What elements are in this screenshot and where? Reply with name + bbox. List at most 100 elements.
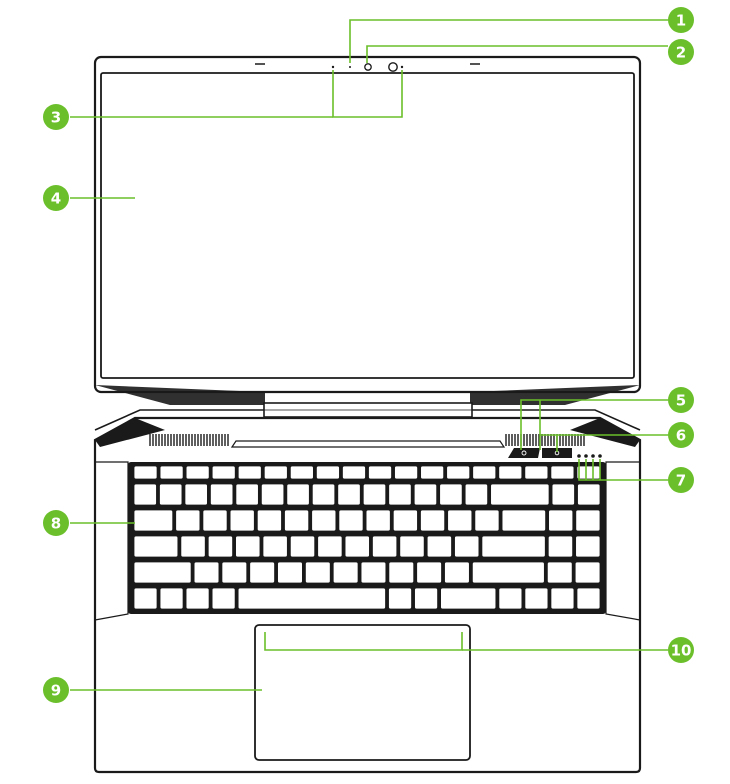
leader-line-1	[349, 19, 668, 63]
laptop-lid	[93, 55, 642, 405]
callout-9: 9	[43, 677, 69, 703]
keyboard-key	[474, 509, 500, 532]
callout-7: 7	[668, 467, 694, 493]
keyboard-key	[185, 587, 210, 610]
keyboard-key	[262, 535, 288, 558]
keyboard-key	[368, 465, 392, 480]
keyboard-key	[159, 587, 184, 610]
keyboard-key	[575, 535, 601, 558]
keyboard-key	[414, 587, 438, 610]
callout-4: 4	[43, 185, 69, 211]
keyboard-key	[576, 587, 601, 610]
keyboard-key	[133, 535, 179, 558]
keyboard-key	[464, 483, 489, 506]
callout-7-label: 7	[676, 472, 686, 490]
callout-6: 6	[668, 422, 694, 448]
keyboard-key	[202, 509, 228, 532]
keyboard-key	[133, 483, 157, 506]
keyboard-key	[498, 587, 523, 610]
callout-4-label: 4	[51, 190, 61, 208]
keyboard-key	[193, 561, 220, 584]
keyboard-key	[471, 561, 545, 584]
keyboard-key	[501, 509, 547, 532]
keyboard-key	[229, 509, 255, 532]
keyboard-key	[338, 509, 364, 532]
keyboard-key	[263, 465, 288, 480]
keyboard-key	[454, 535, 480, 558]
keyboard-key	[547, 535, 574, 558]
keyboard-key	[305, 561, 331, 584]
callout-3: 3	[43, 104, 69, 130]
top-button-row	[508, 448, 572, 458]
keyboard-key	[133, 465, 158, 480]
keyboard-key	[235, 535, 261, 558]
keyboard-key	[133, 561, 192, 584]
keyboard-key	[416, 561, 442, 584]
leader-line-5	[520, 399, 668, 450]
microphone-left	[331, 65, 335, 69]
ir-sensor	[364, 63, 372, 71]
keyboard-key	[394, 465, 419, 480]
vent-grille	[149, 434, 585, 446]
leader-line-10	[264, 632, 463, 651]
keyboard-key	[344, 535, 370, 558]
keyboard-key	[399, 535, 425, 558]
microphone-right	[400, 65, 404, 69]
keyboard-key	[284, 509, 310, 532]
leader-line-7	[578, 459, 668, 481]
keyboard-key	[133, 587, 158, 610]
keyboard-key	[420, 509, 446, 532]
keyboard-key	[574, 561, 601, 584]
keyboard-key	[388, 587, 412, 610]
keyboard-key	[315, 465, 340, 480]
keyboard-key	[286, 483, 310, 506]
callout-2: 2	[668, 39, 694, 65]
callouts: 1 2 3 4 5 6 7 8	[43, 7, 694, 703]
callout-2-label: 2	[676, 44, 686, 62]
keyboard-key	[576, 465, 601, 480]
keyboard-key	[260, 483, 285, 506]
keyboard-key	[551, 483, 575, 506]
keyboard-key	[524, 465, 549, 480]
touchpad	[254, 624, 471, 761]
keyboard-key	[413, 483, 438, 506]
callout-10-label: 10	[671, 642, 692, 660]
leader-line-2	[366, 45, 668, 63]
keyboard-key	[256, 509, 282, 532]
keyboard-key	[524, 587, 549, 610]
keyboard-key	[184, 483, 208, 506]
callout-8: 8	[43, 510, 69, 536]
keyboard-key	[237, 465, 262, 480]
keyboard-key	[235, 483, 259, 506]
keyboard-key	[332, 561, 359, 584]
keyboard-key	[577, 483, 601, 506]
keyboard-key	[317, 535, 343, 558]
callout-6-label: 6	[676, 427, 686, 445]
keyboard-key	[277, 561, 303, 584]
leader-lines	[70, 19, 668, 691]
keyboard-key	[337, 483, 361, 506]
keyboard-key	[365, 509, 391, 532]
status-indicators	[577, 454, 602, 458]
hinge	[94, 402, 641, 431]
keyboard-key	[426, 535, 452, 558]
keyboard-key	[249, 561, 275, 584]
keyboard-key	[548, 509, 574, 532]
webcam-lens	[388, 62, 398, 72]
indicator-dot	[349, 66, 351, 68]
callout-8-label: 8	[51, 515, 61, 533]
keyboard-key	[311, 483, 336, 506]
keyboard-key	[490, 483, 550, 506]
laptop-base	[93, 416, 642, 774]
keyboard-key	[392, 509, 418, 532]
display-panel	[100, 72, 635, 379]
callout-1: 1	[668, 7, 694, 33]
keyboard-key	[550, 465, 575, 480]
keyboard-key	[210, 483, 234, 506]
keyboard-key	[289, 535, 316, 558]
keyboard-key	[211, 465, 236, 480]
keyboard-key	[575, 509, 601, 532]
keyboard-key	[481, 535, 546, 558]
keyboard-key	[447, 509, 473, 532]
